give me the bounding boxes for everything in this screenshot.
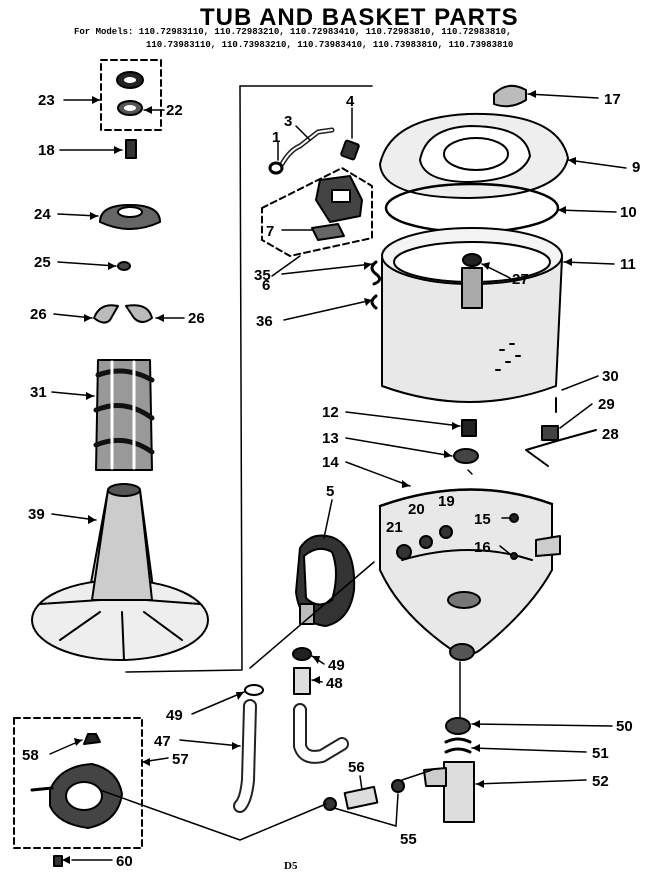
callout-16: 16 xyxy=(474,539,491,556)
callout-19: 19 xyxy=(438,493,455,510)
callout-30: 30 xyxy=(602,368,619,385)
model-list-line-2: 110.73983110, 110.73983210, 110.73983410… xyxy=(146,40,514,50)
callout-36: 36 xyxy=(256,313,273,330)
linkage-lines xyxy=(99,85,473,841)
callout-21: 21 xyxy=(386,519,403,536)
agitator-cap-kit-box xyxy=(100,59,162,131)
clamp-1 xyxy=(268,161,284,175)
ring-17 xyxy=(493,84,527,108)
callout-26-left: 26 xyxy=(30,306,47,323)
connector-55-56 xyxy=(323,779,405,811)
callout-numbers: 23 22 18 24 25 26 26 31 39 3 4 1 7 6 17 … xyxy=(22,91,640,870)
callout-55: 55 xyxy=(400,831,417,848)
cap-4 xyxy=(340,139,360,161)
callout-31: 31 xyxy=(30,384,47,401)
callout-13: 13 xyxy=(322,430,339,447)
callout-47: 47 xyxy=(154,733,171,750)
basket-11 xyxy=(381,227,563,403)
callout-27: 27 xyxy=(512,271,529,288)
callout-49-right: 49 xyxy=(328,657,345,674)
motor-kit-box xyxy=(13,717,143,849)
washer-25 xyxy=(117,261,131,271)
model-list-line-1: For Models: 110.72983110, 110.72983210, … xyxy=(74,27,512,37)
callout-15: 15 xyxy=(474,511,491,528)
callout-7: 7 xyxy=(266,223,274,240)
auger-31 xyxy=(93,359,155,471)
hose-47 xyxy=(233,684,264,813)
leader-arrowheads xyxy=(62,90,576,864)
callout-18: 18 xyxy=(38,142,55,159)
diagram-title: TUB AND BASKET PARTS xyxy=(200,4,519,31)
callout-29: 29 xyxy=(598,396,615,413)
outer-tub-14 xyxy=(378,488,561,661)
callout-49-left: 49 xyxy=(166,707,183,724)
callout-11: 11 xyxy=(620,256,636,273)
nut-12 xyxy=(461,419,477,437)
callout-48: 48 xyxy=(326,675,343,692)
callout-20: 20 xyxy=(408,501,425,518)
callout-3: 3 xyxy=(284,113,292,130)
callout-12: 12 xyxy=(322,404,339,421)
callout-52: 52 xyxy=(592,773,609,790)
callout-10: 10 xyxy=(620,204,637,221)
callout-9: 9 xyxy=(632,159,640,176)
hose-48-49 xyxy=(292,647,349,764)
callout-51: 51 xyxy=(592,745,609,762)
callout-24: 24 xyxy=(34,206,51,223)
screw-60 xyxy=(53,855,63,867)
callout-5: 5 xyxy=(326,483,334,500)
callout-6: 6 xyxy=(262,277,270,294)
callout-17: 17 xyxy=(604,91,621,108)
callout-56: 56 xyxy=(348,759,365,776)
pump-fittings-50-52 xyxy=(423,717,475,823)
callout-14: 14 xyxy=(322,454,339,471)
callout-50: 50 xyxy=(616,718,633,735)
agitator-cap-24 xyxy=(99,204,161,230)
drawing-code: D5 xyxy=(284,860,298,872)
switch-kit-box xyxy=(261,167,373,257)
clips-35-36 xyxy=(370,260,381,310)
callout-39: 39 xyxy=(28,506,45,523)
seal-13 xyxy=(453,448,479,464)
pump-5 xyxy=(295,534,356,627)
tub-cover-9 xyxy=(379,112,569,199)
callout-58: 58 xyxy=(22,747,39,764)
callout-28: 28 xyxy=(602,426,619,443)
bolt-18 xyxy=(125,139,137,159)
agitator-39 xyxy=(31,483,209,661)
dogs-26 xyxy=(93,304,153,324)
callout-4: 4 xyxy=(346,93,355,110)
callout-35: 35 xyxy=(254,267,271,284)
callout-26-right: 26 xyxy=(188,310,205,327)
pump-hardware-28-30 xyxy=(525,397,597,467)
callout-1: 1 xyxy=(272,129,280,146)
callout-25: 25 xyxy=(34,254,51,271)
callout-60: 60 xyxy=(116,853,133,870)
callout-23: 23 xyxy=(38,92,55,109)
callout-22: 22 xyxy=(166,102,183,119)
hose-3 xyxy=(279,127,335,167)
callout-57: 57 xyxy=(172,751,189,768)
